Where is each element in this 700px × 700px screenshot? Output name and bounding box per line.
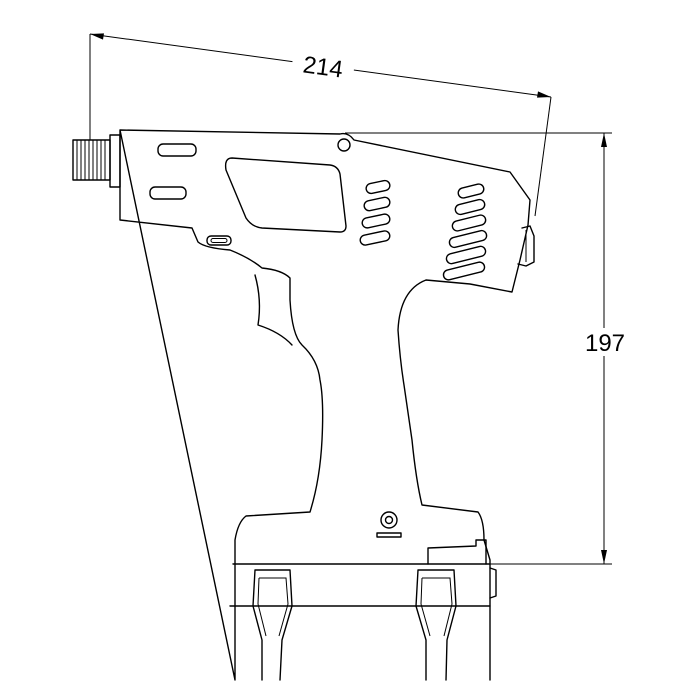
height-arrowhead-top: [601, 133, 607, 147]
front-vent-slot-upper: [157, 143, 197, 157]
battery-pack: [229, 563, 497, 681]
vent-group-middle: [359, 179, 391, 246]
base-indicator-ring: [380, 511, 398, 529]
length-arrowhead-right: [537, 91, 551, 98]
battery-clip-right: [415, 569, 457, 681]
rear-switch: [517, 225, 535, 267]
length-arrowhead-left: [90, 33, 104, 40]
base-indicator-bar: [376, 532, 402, 538]
front-vent-slot-lower: [149, 186, 187, 200]
vent-group-rear: [442, 183, 488, 281]
height-dimension: 197: [345, 132, 632, 565]
height-arrowhead-bottom: [601, 550, 607, 564]
length-dimension-label: 214: [301, 51, 344, 83]
length-extension-line-right: [534, 96, 552, 217]
hanging-ring: [337, 138, 351, 152]
small-vent-slot: [206, 235, 232, 246]
length-dimension: 214: [89, 33, 552, 217]
tool-housing-outline: [119, 129, 531, 681]
threaded-connector: [72, 134, 121, 188]
handle-parting-line: [254, 274, 293, 346]
battery-latch: [427, 539, 487, 565]
battery-clip-left: [252, 569, 293, 681]
side-window: [224, 157, 347, 233]
height-dimension-label: 197: [585, 330, 625, 357]
